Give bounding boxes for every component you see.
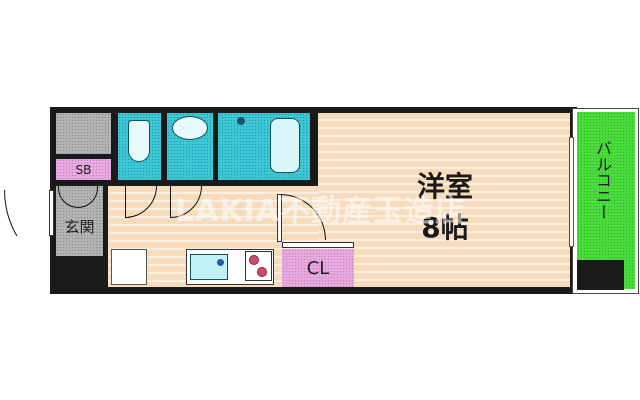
shower-icon	[237, 117, 245, 125]
faucet-icon	[217, 259, 224, 266]
western-room-name: 洋室	[416, 170, 473, 203]
balcony-window[interactable]	[569, 137, 574, 247]
balcony-wall-block	[577, 260, 624, 290]
sink-icon	[190, 254, 228, 280]
washbasin-icon	[172, 116, 208, 140]
watermark: LAKIA不動産玉造店	[175, 194, 466, 229]
entrance-label: 玄関	[64, 217, 95, 236]
shoe-box: SB	[56, 159, 111, 180]
balcony	[577, 112, 635, 289]
toilet-icon	[128, 120, 150, 162]
western-room	[318, 113, 570, 287]
storage-area	[56, 113, 111, 154]
toilet-room	[118, 113, 161, 180]
burner-2-icon	[257, 267, 267, 277]
refrigerator-space-icon	[111, 249, 147, 285]
western-room-size: 8帖	[421, 211, 469, 244]
stove-icon	[245, 251, 272, 281]
closet-doors[interactable]	[282, 242, 354, 248]
balcony-label: バルコニー	[593, 140, 612, 220]
closet: CL	[282, 249, 354, 287]
burner-1-icon	[249, 255, 259, 265]
bathtub-icon	[270, 118, 300, 173]
